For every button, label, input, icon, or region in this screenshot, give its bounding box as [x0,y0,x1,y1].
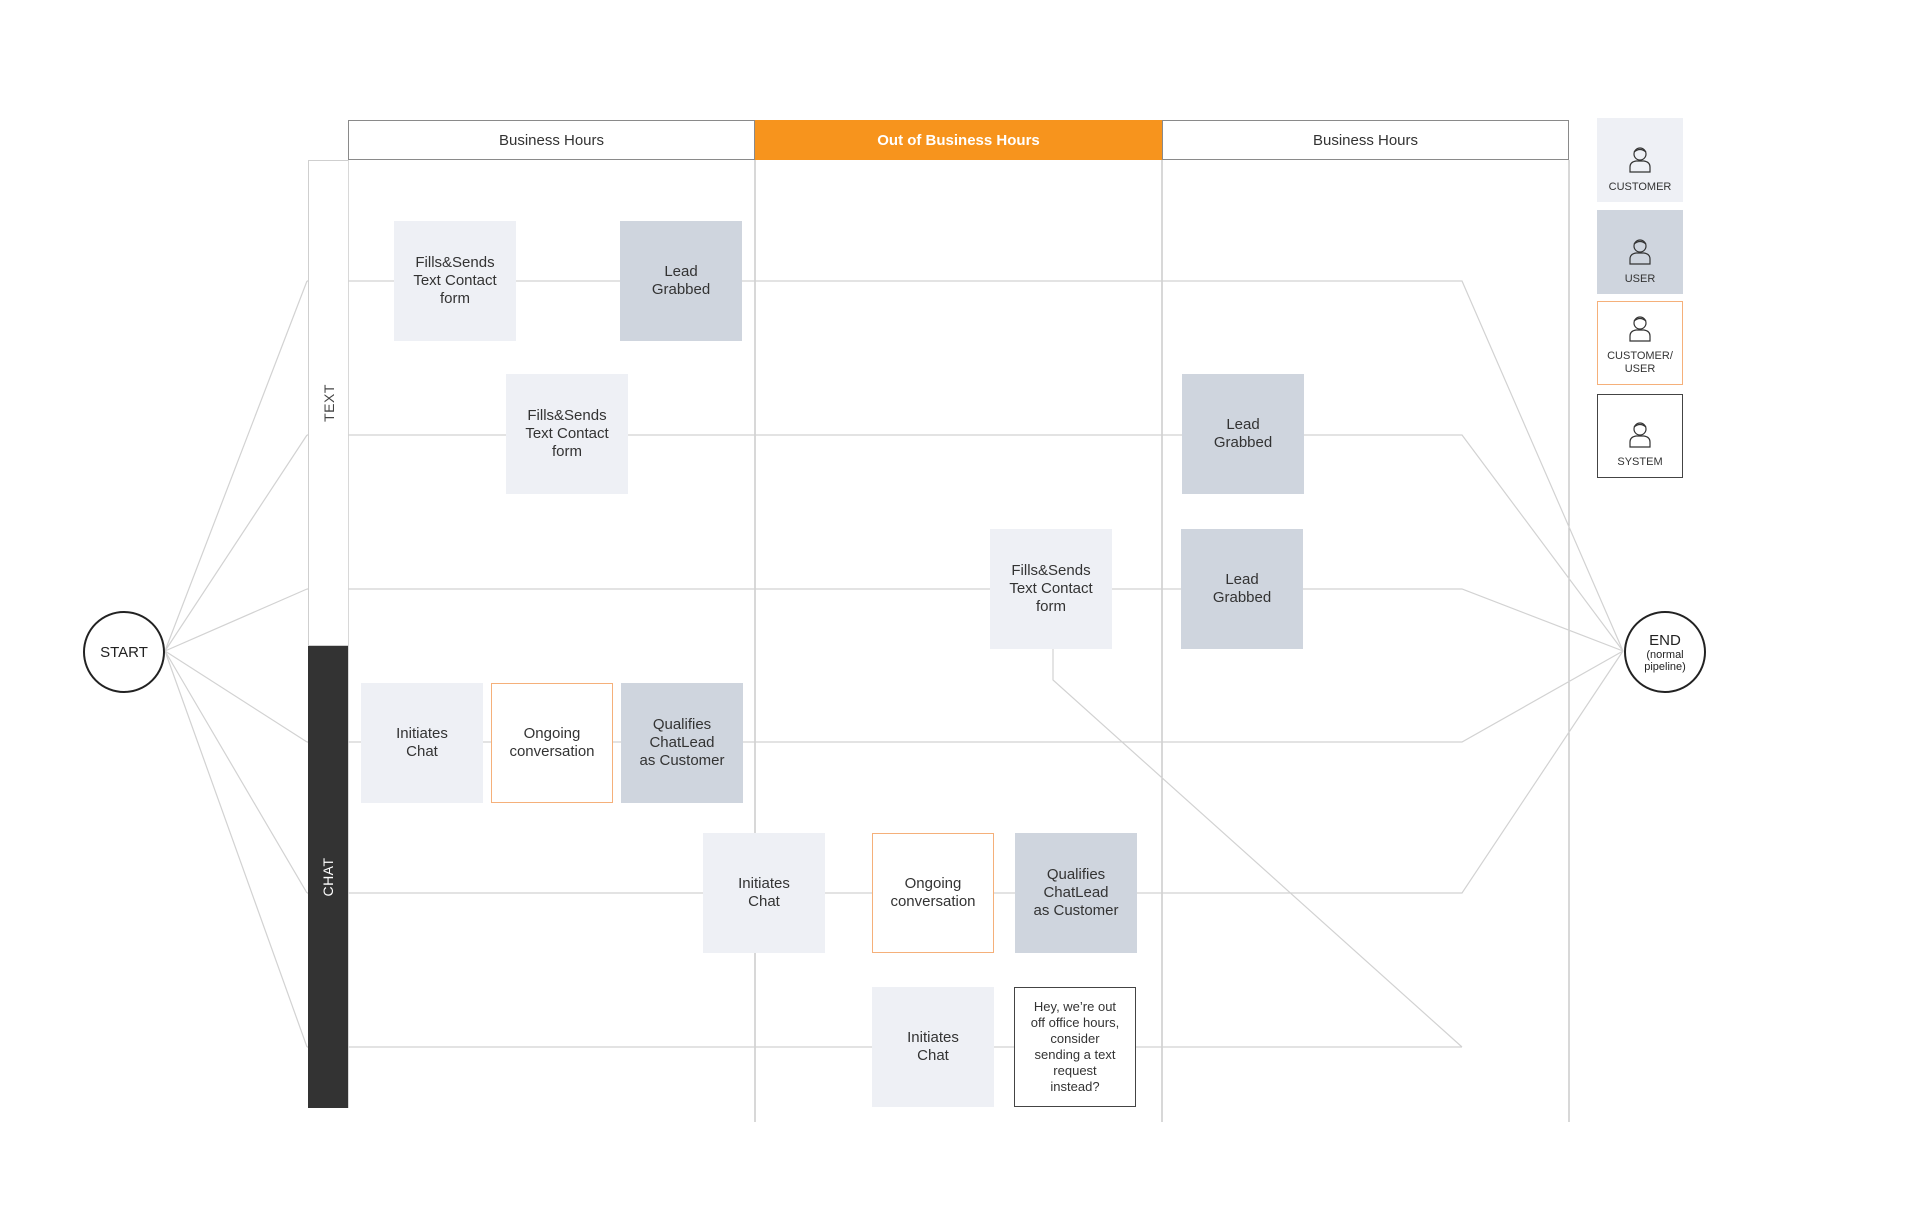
initiates-chat-box: Initiates Chat [872,987,994,1107]
connector-lines [164,160,1624,1122]
person-icon [1629,147,1651,173]
end-label: END [1649,631,1681,649]
ongoing-conversation-box: Ongoing conversation [491,683,613,803]
end-sublabel: (normal pipeline) [1644,648,1686,673]
person-icon [1629,422,1651,448]
legend-customer: CUSTOMER [1597,118,1683,202]
fills-sends-box: Fills&Sends Text Contact form [990,529,1112,649]
lane-chat: CHAT [308,646,348,1108]
legend-user: USER [1597,210,1683,294]
legend-label: SYSTEM [1617,456,1663,468]
legend-customer-user: CUSTOMER/ USER [1597,301,1683,385]
start-connector [164,280,308,652]
initiates-chat-box: Initiates Chat [361,683,483,803]
initiates-chat-box: Initiates Chat [703,833,825,953]
qualifies-chatlead-box: Qualifies ChatLead as Customer [621,683,743,803]
legend-label: USER [1624,273,1656,285]
start-connector [164,650,308,894]
out-of-hours-message-box: Hey, we’re out off office hours, conside… [1014,987,1136,1107]
person-icon [1629,239,1651,265]
start-connector [164,650,308,1048]
column-header-business-hours-2: Business Hours [1162,120,1569,160]
start-connector [164,588,308,652]
legend-label: CUSTOMER [1608,181,1672,193]
lane-text: TEXT [308,160,348,646]
start-connector [164,650,308,743]
diagonal-connector [1052,647,1463,1048]
column-header-out-of-business-hours: Out of Business Hours [755,120,1162,160]
lead-grabbed-box: Lead Grabbed [1182,374,1304,494]
row-line-3 [307,588,1624,652]
row-line-2 [307,434,1624,652]
end-node: END (normal pipeline) [1624,611,1706,693]
start-connector [164,434,308,652]
legend-system: SYSTEM [1597,394,1683,478]
lane-text-label: TEXT [320,384,337,422]
legend-label: CUSTOMER/ USER [1607,350,1673,375]
column-header-business-hours-1: Business Hours [348,120,755,160]
fills-sends-box: Fills&Sends Text Contact form [394,221,516,341]
row-line-5 [307,650,1624,894]
lane-chat-label: CHAT [320,857,336,897]
person-icon [1629,316,1651,342]
lead-grabbed-box: Lead Grabbed [1181,529,1303,649]
start-node: START [83,611,165,693]
lead-grabbed-box: Lead Grabbed [620,221,742,341]
fills-sends-box: Fills&Sends Text Contact form [506,374,628,494]
start-label: START [100,643,148,661]
qualifies-chatlead-box: Qualifies ChatLead as Customer [1015,833,1137,953]
ongoing-conversation-box: Ongoing conversation [872,833,994,953]
